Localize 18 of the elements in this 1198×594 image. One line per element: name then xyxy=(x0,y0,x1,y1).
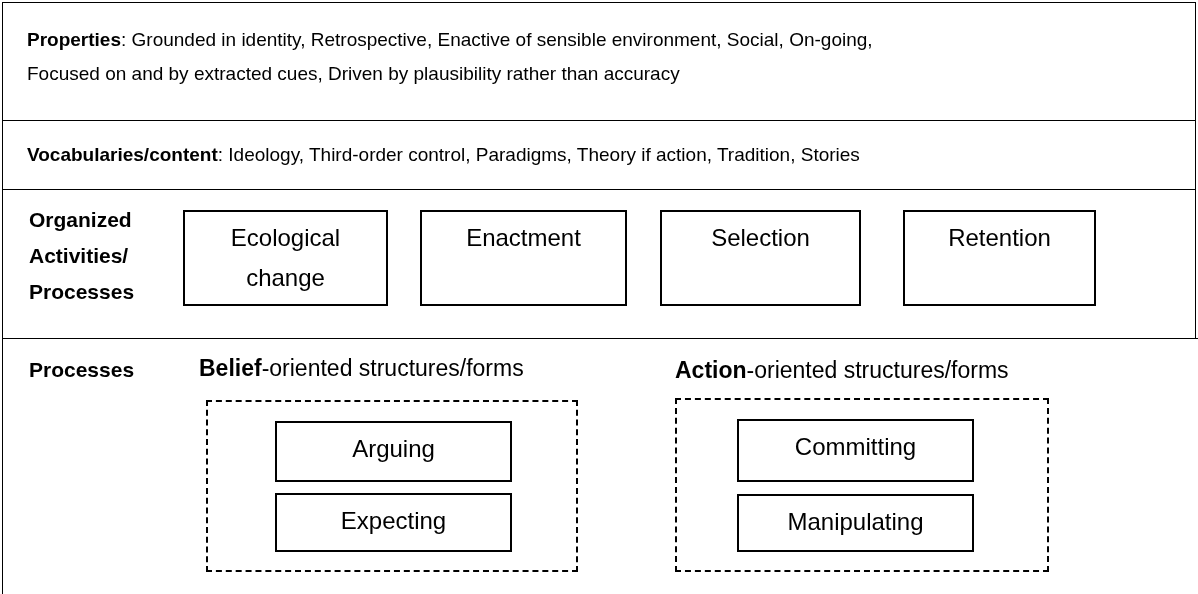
process-box: Committing xyxy=(737,419,974,482)
band-text: Organized Activities/ Processes xyxy=(29,207,136,305)
group-heading: Belief-oriented structures/forms xyxy=(199,354,524,383)
process-box: Manipulating xyxy=(737,494,974,552)
group-heading: Action-oriented structures/forms xyxy=(675,356,1009,385)
band-text: Properties: Grounded in identity, Retrospective, Enactive of sensible environment, Social, On-going, Focused on and by extracted cues, Driven by plausibility rather than accuracy xyxy=(27,28,874,86)
process-box: Ecological change xyxy=(183,210,388,306)
process-box: Selection xyxy=(660,210,861,306)
process-box: Retention xyxy=(903,210,1096,306)
process-box: Expecting xyxy=(275,493,512,552)
band-text: Vocabularies/content: Ideology, Third-order control, Paradigms, Theory if action, Tradition, Stories xyxy=(27,143,861,167)
band-text: Processes xyxy=(29,357,136,383)
process-box: Arguing xyxy=(275,421,512,482)
vocabularies-band xyxy=(2,120,1196,190)
processes-band xyxy=(2,338,1198,594)
activities-band xyxy=(2,189,1196,339)
properties-band xyxy=(2,2,1196,121)
process-box: Enactment xyxy=(420,210,627,306)
